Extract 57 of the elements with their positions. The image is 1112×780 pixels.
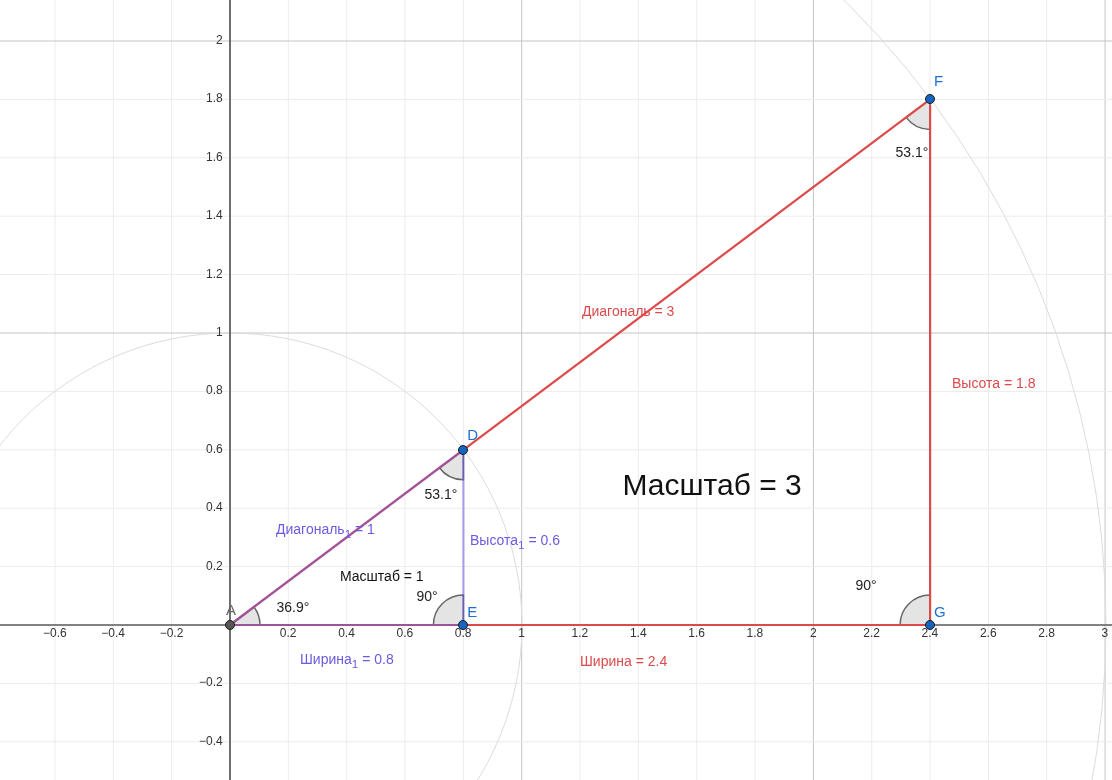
angle-label: 90° — [416, 588, 438, 605]
point-marker — [458, 444, 469, 455]
axis-tick-label: −0.6 — [42, 627, 67, 641]
axis-tick-label: −0.4 — [101, 627, 125, 641]
axis-tick-label: 2.2 — [863, 627, 880, 641]
line-segment — [235, 623, 926, 627]
axis-tick-label: 3 — [1101, 627, 1109, 641]
angle-label: 53.1° — [424, 486, 458, 503]
point-marker — [925, 620, 936, 630]
point-label: D — [467, 425, 479, 444]
axis-tick-label: 1.4 — [206, 209, 223, 223]
axis-tick-label: −0.2 — [199, 676, 223, 691]
axis-tick-label: 1.4 — [629, 627, 647, 641]
edge-label: Диагональ = 3 — [582, 303, 675, 320]
axis-tick-label: 0.2 — [279, 627, 297, 641]
point-label: G — [934, 603, 946, 621]
point-label: F — [934, 72, 944, 90]
point-marker — [458, 620, 469, 630]
axis-tick-label: 0.2 — [206, 559, 223, 574]
axis-tick-label: 2 — [809, 627, 817, 641]
line-segment — [462, 454, 465, 620]
edge-label: Ширина$_{1}$ = 0.8 — [300, 651, 394, 671]
axis-tick-label: 2.8 — [1038, 627, 1055, 641]
scale-label: Масштаб = 3 — [622, 467, 802, 502]
axis-tick-label: 0.8 — [206, 384, 223, 399]
axis-tick-label: 0.6 — [396, 627, 414, 641]
axis-tick-label: 2 — [216, 34, 223, 48]
axis-tick-label: 1.6 — [206, 150, 223, 165]
angle-label: 90° — [855, 577, 877, 594]
scale-label: Масштаб = 1 — [340, 568, 424, 585]
line-segment — [233, 101, 927, 623]
axis-tick-label: 2.4 — [921, 627, 939, 641]
axis-tick-label: 0.4 — [206, 501, 223, 515]
point-marker — [925, 94, 936, 105]
axis-tick-label: 2.6 — [979, 627, 997, 641]
point-label: E — [467, 603, 478, 621]
angle-label: 36.9° — [276, 599, 310, 616]
axis-tick-label: −0.4 — [199, 734, 223, 749]
angle-label: 53.1° — [895, 144, 929, 161]
line-segment — [235, 623, 459, 627]
line-segment — [233, 451, 461, 623]
axis-tick-label: 0.6 — [206, 442, 223, 457]
axis-tick-label: 1.8 — [206, 92, 223, 107]
axis-tick-label: 1 — [216, 326, 223, 340]
axis-tick-label: 1 — [518, 627, 525, 641]
edge-label: Ширина = 2.4 — [580, 653, 668, 670]
axis-tick-label: 1.2 — [206, 267, 223, 282]
axis-tick-label: 1.8 — [746, 627, 764, 641]
edge-label: Высота$_{1}$ = 0.6 — [470, 532, 560, 552]
axis-tick-label: 0.8 — [454, 627, 472, 641]
edge-label: Высота = 1.8 — [952, 375, 1036, 392]
axis-tick-label: −0.2 — [159, 627, 184, 641]
axis-tick-label: 0.4 — [338, 627, 355, 641]
point-marker — [225, 620, 235, 630]
axis-tick-label: 1.2 — [571, 627, 589, 641]
axis-tick-label: 1.6 — [688, 627, 705, 641]
line-segment — [929, 104, 932, 620]
